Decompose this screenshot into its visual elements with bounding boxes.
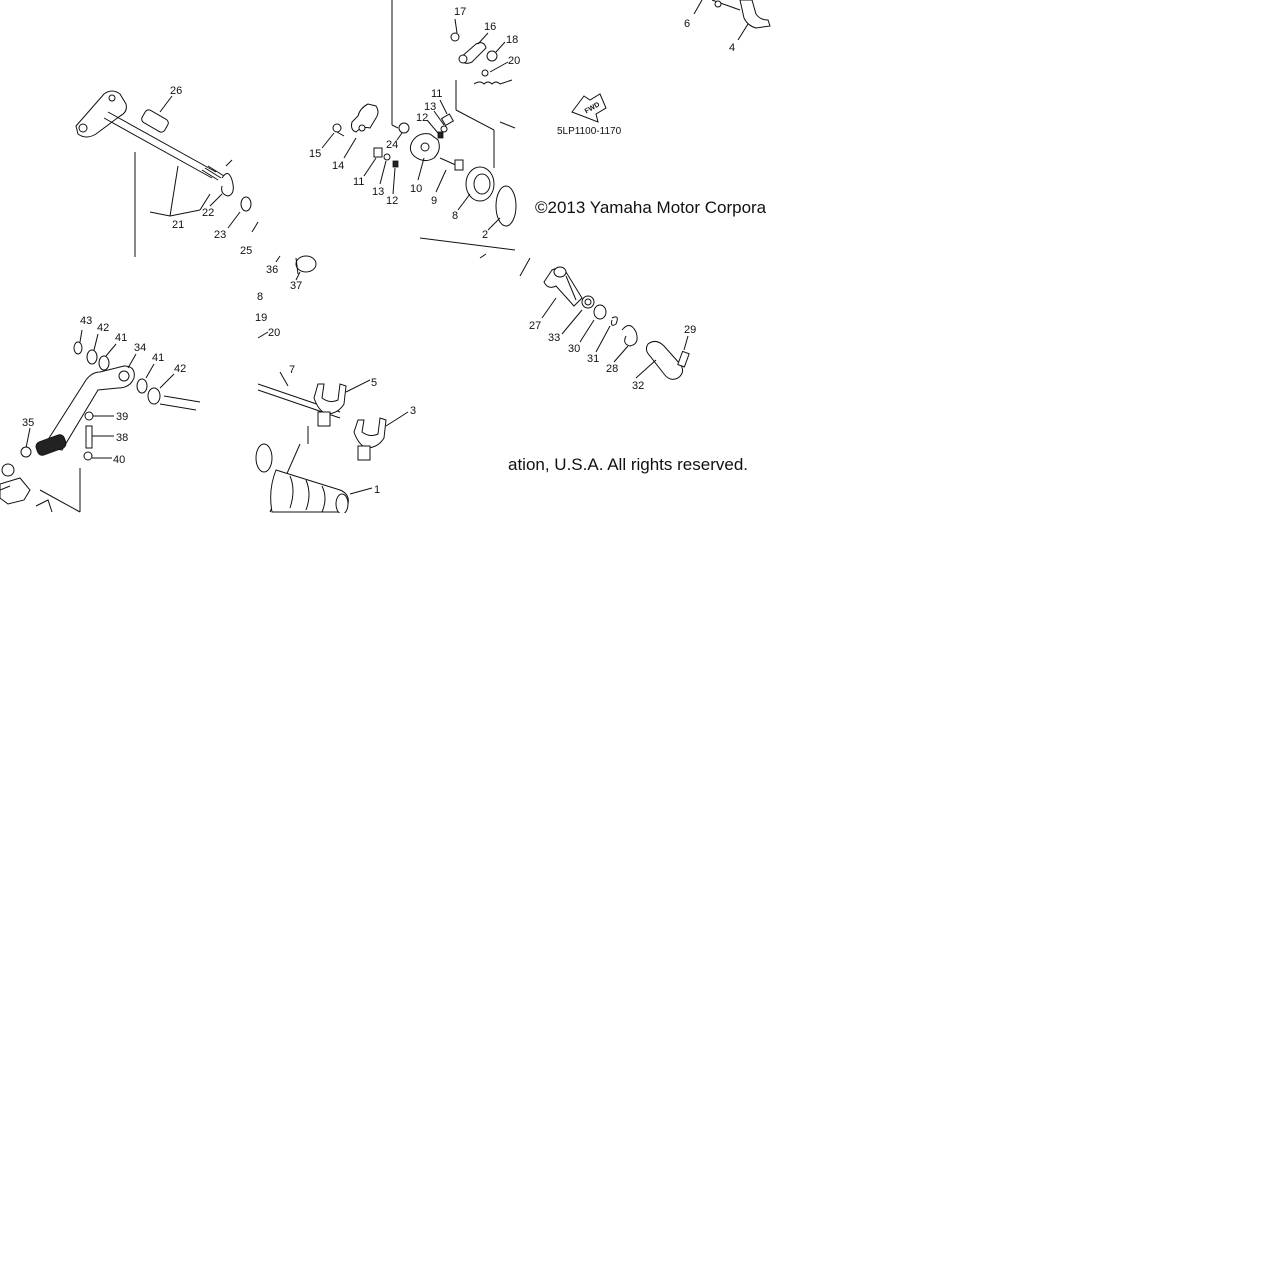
callout-15: 15 (309, 148, 321, 160)
callout-2: 2 (482, 229, 488, 241)
callout-13-lower: 13 (372, 186, 384, 198)
callout-22: 22 (202, 207, 214, 219)
shift-arm-assembly (519, 257, 690, 380)
callout-31: 31 (587, 353, 599, 365)
shift-fork-and-drum-group (255, 371, 409, 515)
callout-30: 30 (568, 343, 580, 355)
callout-12-upper: 12 (416, 112, 428, 124)
callout-42-right: 42 (174, 363, 186, 375)
callout-7: 7 (289, 364, 295, 376)
callout-11-lower: 11 (353, 176, 364, 188)
callout-17: 17 (454, 6, 466, 18)
callout-21: 21 (172, 219, 184, 231)
callout-24: 24 (386, 139, 398, 151)
stopper-lever-group (450, 18, 513, 85)
callout-32: 32 (632, 380, 644, 392)
callout-14: 14 (332, 160, 344, 172)
callout-13-upper: 13 (424, 101, 436, 113)
callout-6: 6 (684, 18, 690, 30)
shift-fork-4-group (693, 0, 771, 41)
callout-18: 18 (506, 34, 518, 46)
callout-36: 36 (266, 264, 278, 276)
callout-20: 20 (508, 55, 520, 67)
callout-28: 28 (606, 363, 618, 375)
shift-pedal-assembly (0, 329, 201, 513)
shift-guide-group (257, 253, 487, 339)
callout-16: 16 (484, 21, 496, 33)
callout-11-upper: 11 (431, 88, 442, 100)
fwd-arrow-icon: FWD (571, 93, 607, 123)
callout-41-left: 41 (115, 332, 127, 344)
callout-40: 40 (113, 454, 125, 466)
callout-5: 5 (371, 377, 377, 389)
shift-drum-segment-assembly (321, 0, 517, 251)
callout-37: 37 (290, 280, 302, 292)
callout-26: 26 (170, 85, 182, 97)
callout-25: 25 (240, 245, 252, 257)
callout-3: 3 (410, 405, 416, 417)
callout-8-upper: 8 (452, 210, 458, 222)
callout-43: 43 (80, 315, 92, 327)
callout-33: 33 (548, 332, 560, 344)
drawing-code: 5LP1100-1170 (557, 126, 622, 137)
callout-23: 23 (214, 229, 226, 241)
callout-8-lower: 8 (257, 291, 263, 303)
callout-20-lower: 19 (255, 312, 267, 324)
callout-42-left: 42 (97, 322, 109, 334)
callout-29: 29 (684, 324, 696, 336)
copyright-line-1: ©2013 Yamaha Motor Corpora (535, 198, 767, 217)
callout-27: 27 (529, 320, 541, 332)
callout-9: 9 (431, 195, 437, 207)
callout-10: 10 (410, 183, 422, 195)
copyright-line-2: ation, U.S.A. All rights reserved. (508, 455, 748, 474)
callout-41-right: 41 (152, 352, 164, 364)
callout-12-lower: 12 (386, 195, 398, 207)
callout-34: 34 (134, 342, 146, 354)
callout-labels: 17 16 18 20 6 4 26 11 13 12 24 15 14 11 … (22, 6, 735, 496)
callout-1: 1 (374, 484, 380, 496)
callout-19: 20 (268, 327, 280, 339)
shift-shaft-assembly (75, 90, 259, 258)
callout-38: 38 (116, 432, 128, 444)
callout-35: 35 (22, 417, 34, 429)
callout-39: 39 (116, 411, 128, 423)
callout-4: 4 (729, 42, 735, 54)
